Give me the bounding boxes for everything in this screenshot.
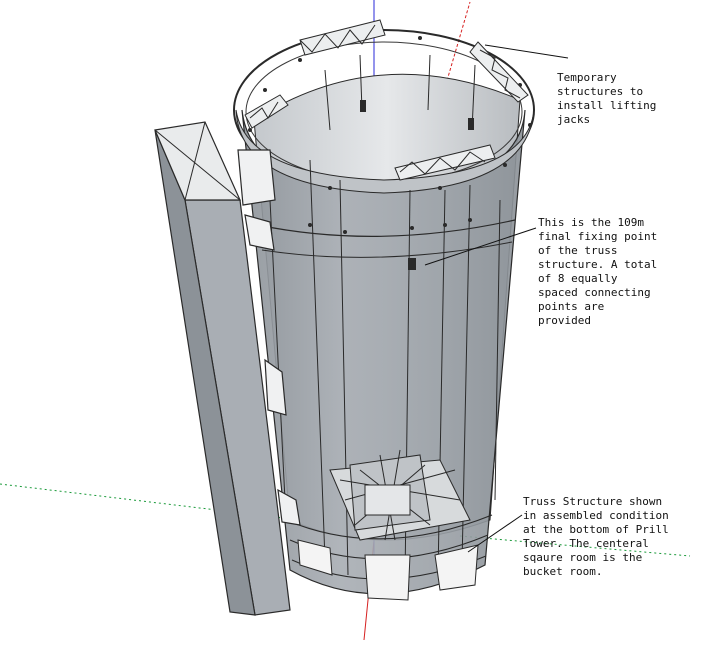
platform-mid — [244, 214, 275, 251]
platform-low — [264, 358, 287, 416]
fixing-points — [308, 100, 474, 270]
platform-bottom — [277, 488, 301, 526]
prill-tower-cylinder — [233, 29, 535, 601]
annotation-fixing-point: This is the 109m final fixing point of t… — [538, 216, 658, 327]
side-shaft-panel — [154, 121, 301, 616]
bottom-ring — [285, 514, 493, 540]
truss-top-back — [299, 19, 386, 56]
bucket-room-truss — [329, 449, 471, 541]
mid-ring — [257, 219, 516, 237]
bottom-openings — [297, 539, 479, 601]
annotation-truss-structure: Truss Structure shown in assembled condi… — [523, 495, 669, 578]
platform-upper — [237, 149, 276, 206]
leader-temporary — [484, 44, 569, 59]
annotation-temporary-structures: Temporary structures to install lifting … — [557, 71, 657, 126]
temporary-lifting-truss — [244, 19, 529, 181]
leader-truss — [467, 514, 523, 553]
leader-lines — [424, 44, 569, 553]
axis-green-right — [459, 535, 691, 557]
truss-top-right — [469, 41, 529, 103]
leader-fixing — [424, 227, 537, 266]
mid-ring-2 — [261, 241, 513, 258]
